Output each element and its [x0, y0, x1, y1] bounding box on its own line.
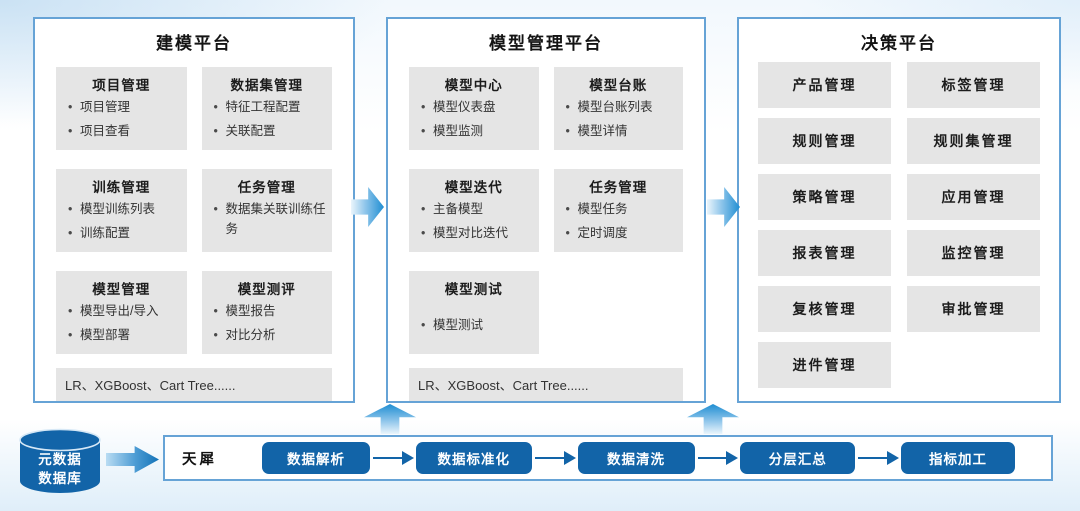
- card-item: 训练配置: [68, 223, 182, 243]
- card-task-management: 任务管理 数据集关联训练任务: [201, 169, 332, 252]
- card-item-list: 数据集关联训练任务: [207, 199, 328, 239]
- database-label: 元数据 数据库: [15, 451, 105, 489]
- modeling-platform-title: 建模平台: [156, 34, 232, 53]
- card-item: 模型仪表盘: [421, 97, 534, 117]
- card-title: 训练管理: [92, 180, 151, 195]
- card-item: 模型测试: [421, 315, 534, 335]
- card-item: 模型台账列表: [566, 97, 679, 117]
- module-ruleset-management: 规则集管理: [907, 118, 1040, 164]
- card-item-list: 模型任务 定时调度: [559, 199, 679, 243]
- card-item: 模型详情: [566, 121, 679, 141]
- card-model-center: 模型中心 模型仪表盘 模型监测: [409, 67, 539, 150]
- card-item-list: 模型测试: [414, 315, 534, 335]
- card-item-list: 模型导出/导入 模型部署: [61, 301, 182, 345]
- card-item: 模型任务: [566, 199, 679, 219]
- card-item: 模型导出/导入: [68, 301, 182, 321]
- flow-step-data-parsing: 数据解析: [262, 442, 370, 474]
- modeling-platform-panel: 建模平台 项目管理 项目管理 项目查看 数据集管理 特征工程配置 关联配置 训练…: [33, 17, 355, 403]
- card-item: 模型监测: [421, 121, 534, 141]
- card-item-list: 项目管理 项目查看: [61, 97, 182, 141]
- data-processing-flow-box: 天犀 数据解析 数据标准化 数据清洗 分层汇总 指标加工: [163, 435, 1053, 481]
- card-model-management: 模型管理 模型导出/导入 模型部署: [56, 271, 187, 354]
- card-title: 任务管理: [237, 180, 296, 195]
- card-dataset-management: 数据集管理 特征工程配置 关联配置: [201, 67, 332, 150]
- algorithms-footer: LR、XGBoost、Cart Tree......: [409, 368, 683, 401]
- card-model-evaluation: 模型测评 模型报告 对比分析: [201, 271, 332, 354]
- module-report-management: 报表管理: [758, 230, 891, 276]
- database-label-line2: 数据库: [38, 470, 82, 486]
- card-title: 模型测试: [444, 282, 503, 297]
- card-item-list: 模型训练列表 训练配置: [61, 199, 182, 243]
- model-mgmt-cards-grid: 模型中心 模型仪表盘 模型监测 模型台账 模型台账列表 模型详情 模型迭代 主备…: [409, 67, 683, 354]
- decision-platform-panel: 决策平台 产品管理 标签管理 规则管理 规则集管理 策略管理 应用管理 报表管理…: [737, 17, 1061, 403]
- decision-modules-grid: 产品管理 标签管理 规则管理 规则集管理 策略管理 应用管理 报表管理 监控管理…: [758, 62, 1040, 388]
- card-training-management: 训练管理 模型训练列表 训练配置: [56, 169, 187, 252]
- flow-step-data-cleaning: 数据清洗: [577, 442, 695, 474]
- card-item: 项目查看: [68, 121, 182, 141]
- decision-platform-title: 决策平台: [861, 34, 937, 53]
- algorithms-footer: LR、XGBoost、Cart Tree......: [56, 368, 332, 401]
- database-cylinder-icon: [19, 428, 101, 493]
- up-arrow-icon: [364, 404, 416, 434]
- flow-step-layered-aggregation: 分层汇总: [740, 442, 856, 474]
- card-title: 模型测评: [237, 282, 296, 297]
- engine-label: 天犀: [182, 451, 217, 468]
- module-product-management: 产品管理: [758, 62, 891, 108]
- card-item-list: 模型仪表盘 模型监测: [414, 97, 534, 141]
- card-item-list: 特征工程配置 关联配置: [207, 97, 328, 141]
- card-title: 模型台账: [589, 78, 648, 93]
- right-arrow-icon: [707, 187, 740, 227]
- database-label-line1: 元数据: [38, 452, 82, 467]
- card-model-testing: 模型测试 模型测试: [409, 271, 539, 354]
- module-rule-management: 规则管理: [758, 118, 891, 164]
- flow-step-metric-processing: 指标加工: [901, 442, 1015, 474]
- modeling-cards-grid: 项目管理 项目管理 项目查看 数据集管理 特征工程配置 关联配置 训练管理 模型…: [56, 67, 332, 354]
- card-item: 模型报告: [214, 301, 328, 321]
- card-item: 对比分析: [214, 325, 328, 345]
- card-title: 项目管理: [92, 78, 151, 93]
- flow-step-data-standardization: 数据标准化: [415, 442, 532, 474]
- card-item: 模型训练列表: [68, 199, 182, 219]
- module-approval-management: 审批管理: [907, 286, 1040, 332]
- card-title: 模型中心: [444, 78, 503, 93]
- model-management-platform-panel: 模型管理平台 模型中心 模型仪表盘 模型监测 模型台账 模型台账列表 模型详情 …: [386, 17, 706, 403]
- card-item: 关联配置: [214, 121, 328, 141]
- module-app-management: 应用管理: [907, 174, 1040, 220]
- card-model-ledger: 模型台账 模型台账列表 模型详情: [553, 67, 683, 150]
- card-item-list: 模型报告 对比分析: [207, 301, 328, 345]
- module-tag-management: 标签管理: [907, 62, 1040, 108]
- card-task-management: 任务管理 模型任务 定时调度: [553, 169, 683, 252]
- right-arrow-icon: [351, 187, 384, 227]
- card-item-list: 主备模型 模型对比迭代: [414, 199, 534, 243]
- module-monitor-management: 监控管理: [907, 230, 1040, 276]
- metadata-database: 元数据 数据库: [15, 427, 105, 495]
- card-item: 数据集关联训练任务: [214, 199, 328, 239]
- card-item: 定时调度: [566, 223, 679, 243]
- card-title: 模型迭代: [444, 180, 503, 195]
- database-to-flow-arrow-icon: [106, 446, 159, 473]
- card-title: 数据集管理: [230, 78, 303, 93]
- card-model-iteration: 模型迭代 主备模型 模型对比迭代: [409, 169, 539, 252]
- flow-arrow-icon: [858, 451, 899, 465]
- model-management-platform-title: 模型管理平台: [489, 34, 603, 53]
- module-strategy-management: 策略管理: [758, 174, 891, 220]
- card-project-management: 项目管理 项目管理 项目查看: [56, 67, 187, 150]
- module-review-management: 复核管理: [758, 286, 891, 332]
- card-item: 模型对比迭代: [421, 223, 534, 243]
- flow-arrow-icon: [534, 451, 576, 465]
- up-arrow-icon: [687, 404, 739, 434]
- card-item: 主备模型: [421, 199, 534, 219]
- flow-arrow-icon: [697, 451, 738, 465]
- card-item-list: 模型台账列表 模型详情: [559, 97, 679, 141]
- flow-arrow-icon: [373, 451, 414, 465]
- module-intake-management: 进件管理: [758, 342, 891, 388]
- card-title: 模型管理: [92, 282, 151, 297]
- card-item: 项目管理: [68, 97, 182, 117]
- card-item: 特征工程配置: [214, 97, 328, 117]
- card-item: 模型部署: [68, 325, 182, 345]
- card-title: 任务管理: [589, 180, 648, 195]
